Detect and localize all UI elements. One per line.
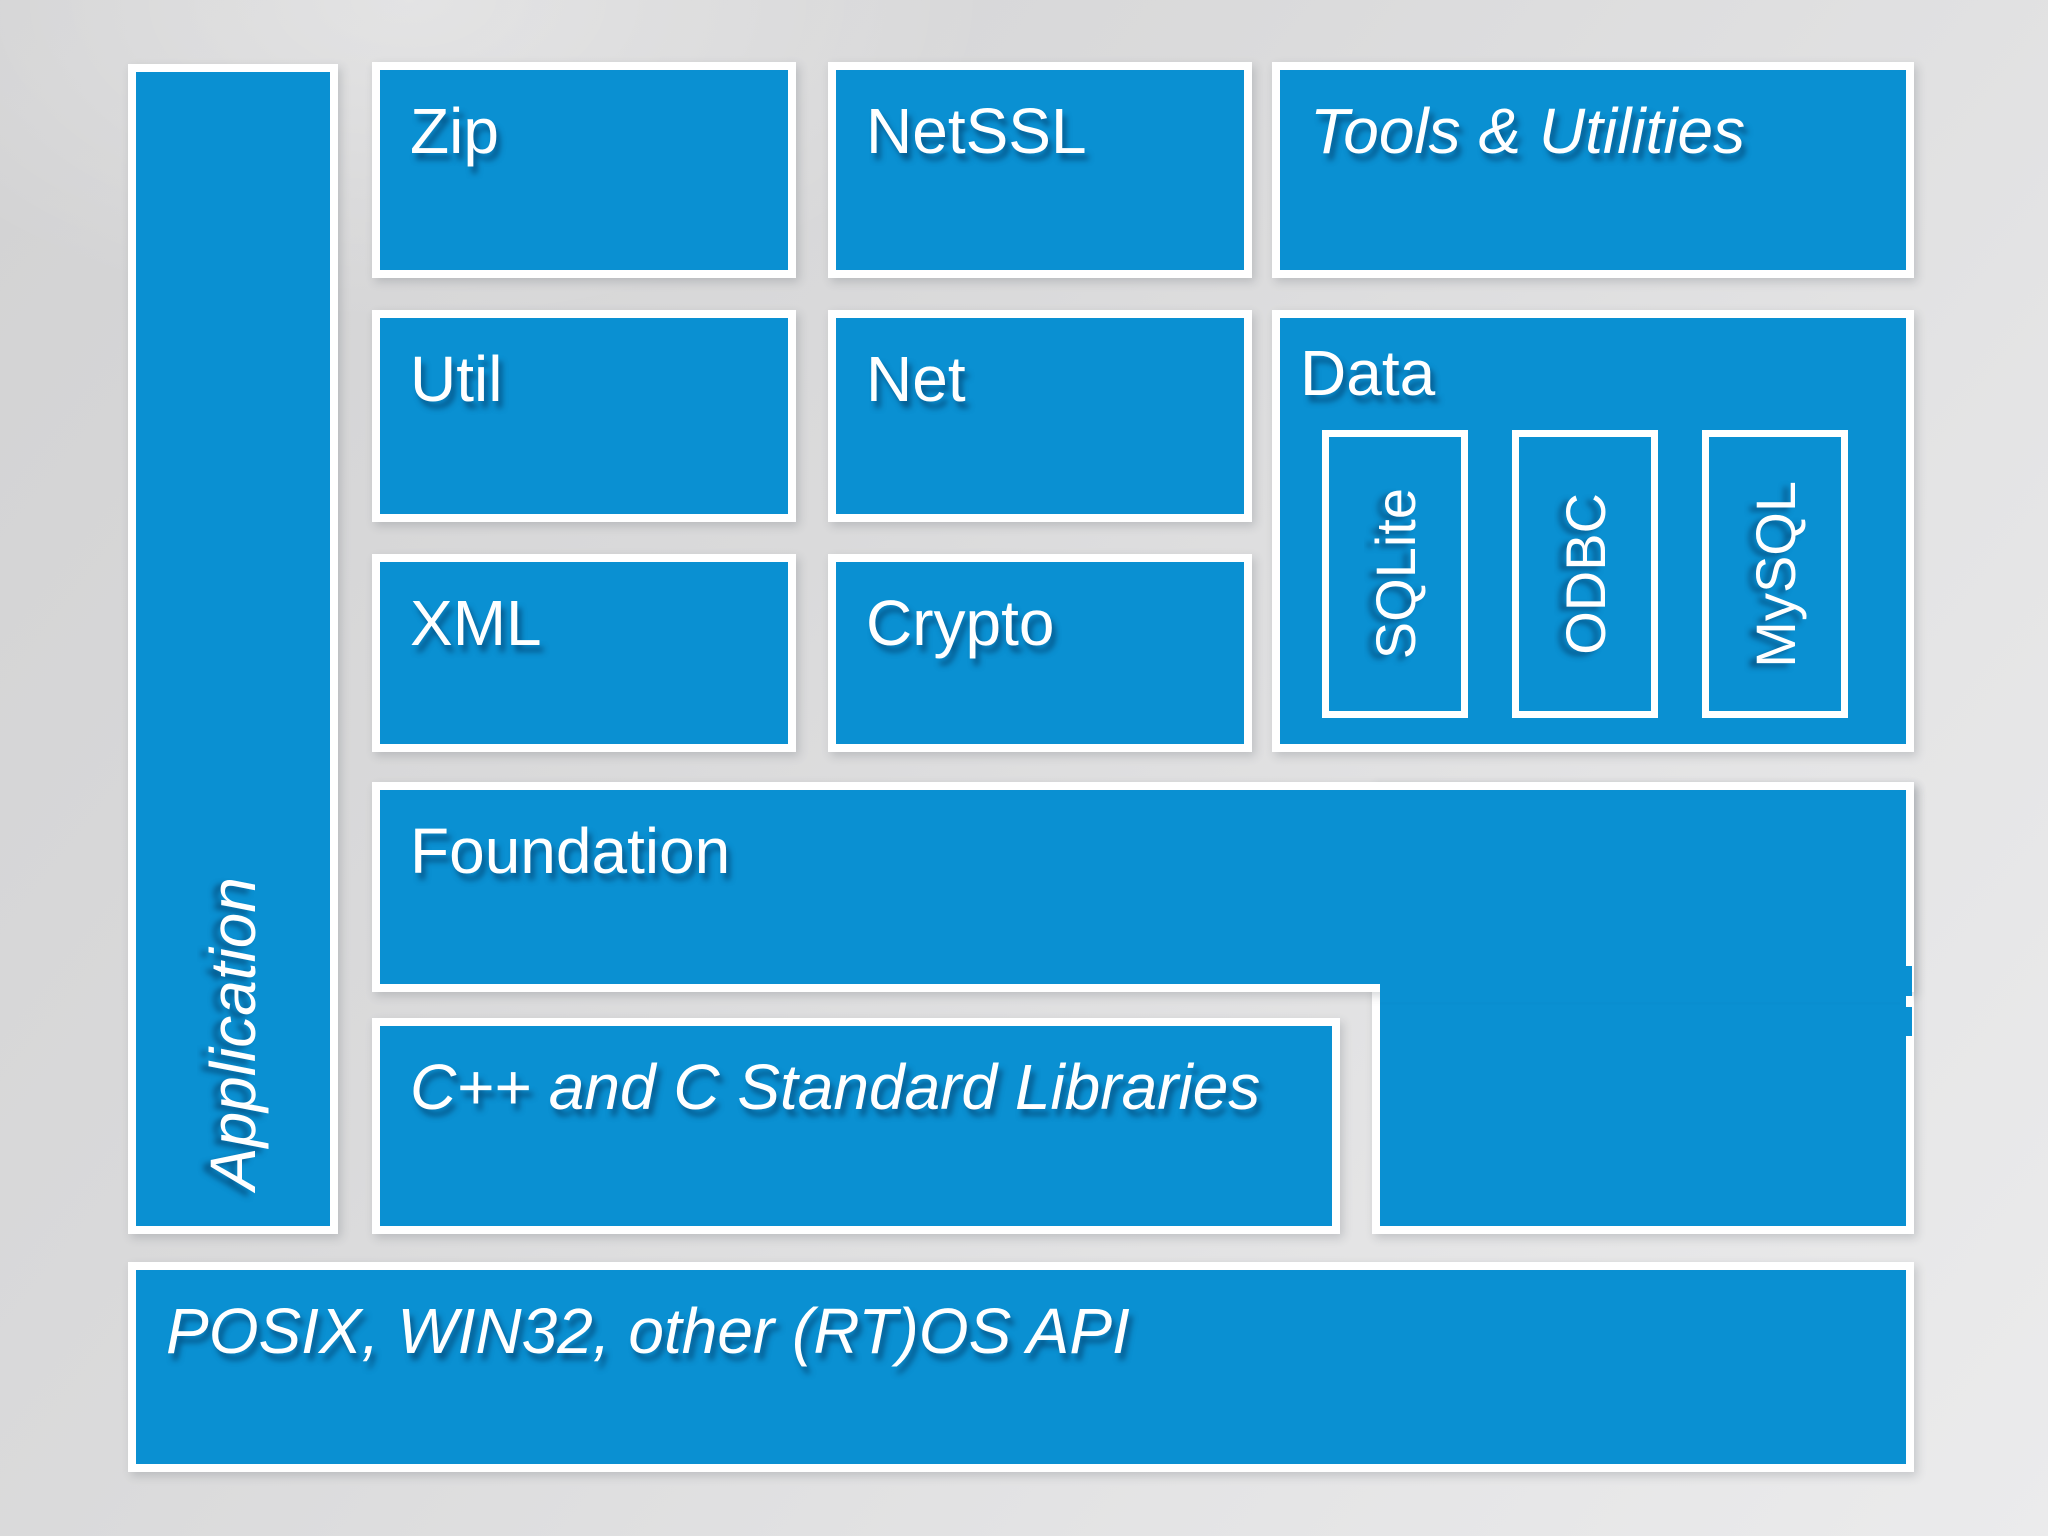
- block-crypto-label: Crypto: [866, 587, 1055, 659]
- block-sqlite: SQLite: [1322, 430, 1468, 718]
- block-crypto: Crypto: [828, 554, 1252, 752]
- block-netssl: NetSSL: [828, 62, 1252, 278]
- block-data-label: Data: [1300, 337, 1436, 409]
- block-odbc-label: ODBC: [1553, 493, 1617, 655]
- block-net-label: Net: [866, 343, 966, 415]
- block-util: Util: [372, 310, 796, 522]
- foundation-edge-artifact-tick: [1906, 996, 1913, 1007]
- block-mysql-label: MySQL: [1743, 480, 1807, 668]
- block-mysql: MySQL: [1702, 430, 1848, 718]
- block-netssl-label: NetSSL: [866, 95, 1087, 167]
- block-sqlite-label: SQLite: [1363, 488, 1427, 660]
- block-zip: Zip: [372, 62, 796, 278]
- block-xml: XML: [372, 554, 796, 752]
- block-util-label: Util: [410, 343, 503, 415]
- block-tools-utilities-label: Tools & Utilities: [1310, 95, 1746, 167]
- block-xml-label: XML: [410, 587, 542, 659]
- block-net: Net: [828, 310, 1252, 522]
- block-os-api: POSIX, WIN32, other (RT)OS API: [128, 1262, 1914, 1472]
- block-application-label: Application: [197, 876, 269, 1190]
- block-std-libraries: C++ and C Standard Libraries: [372, 1018, 1340, 1234]
- foundation-join-patch: [1380, 790, 1906, 1002]
- block-foundation-label: Foundation: [410, 815, 731, 887]
- block-os-api-label: POSIX, WIN32, other (RT)OS API: [166, 1295, 1130, 1367]
- block-application: Application: [128, 64, 338, 1234]
- block-odbc: ODBC: [1512, 430, 1658, 718]
- block-tools-utilities: Tools & Utilities: [1272, 62, 1914, 278]
- block-zip-label: Zip: [410, 95, 499, 167]
- block-std-libraries-label: C++ and C Standard Libraries: [410, 1051, 1261, 1123]
